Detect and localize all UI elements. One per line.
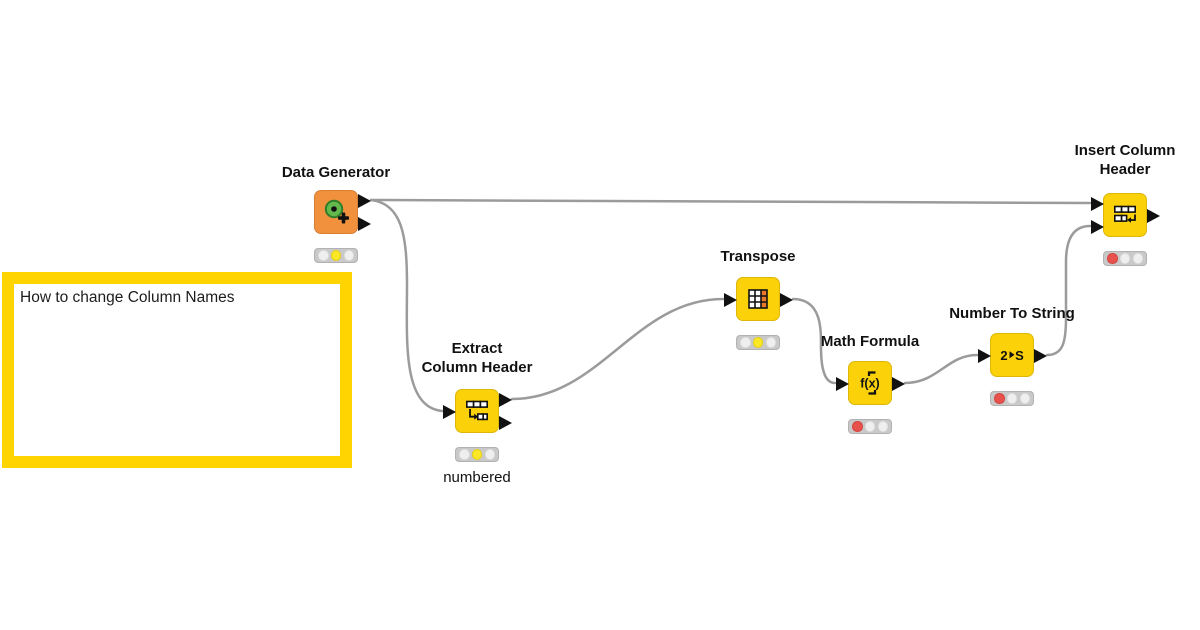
node-comment[interactable]: numbered (443, 469, 511, 486)
data-generator-icon (315, 191, 357, 233)
status-traffic-light (848, 419, 892, 434)
node-extract-column-header[interactable] (443, 389, 512, 433)
status-red-lamp (852, 421, 863, 432)
status-green-lamp (1019, 393, 1030, 404)
status-red-lamp (1107, 253, 1118, 264)
output-port[interactable] (780, 293, 793, 307)
svg-text:2: 2 (1000, 348, 1007, 363)
output-port[interactable] (892, 377, 905, 391)
node-label-insert-column-header[interactable]: Insert Column Header (1074, 142, 1176, 178)
node-label-math-formula[interactable]: Math Formula (820, 333, 920, 350)
svg-text:f(x): f(x) (860, 377, 879, 391)
input-port[interactable] (978, 349, 991, 363)
node-label-number-to-string[interactable]: Number To String (949, 305, 1075, 322)
node-label-data-generator[interactable]: Data Generator (281, 164, 391, 181)
output-port[interactable] (1147, 209, 1160, 223)
input-port[interactable] (443, 405, 456, 419)
status-traffic-light (455, 447, 499, 462)
extract-column-header-icon (456, 390, 498, 432)
connection (369, 198, 444, 413)
status-red-lamp (318, 250, 329, 261)
output-port[interactable] (1034, 349, 1047, 363)
number-to-string-icon: 2 S (991, 334, 1033, 376)
connection (510, 297, 725, 401)
node-data-generator[interactable] (314, 190, 371, 234)
transpose-icon (737, 278, 779, 320)
status-traffic-light (1103, 251, 1147, 266)
connection (369, 198, 1092, 205)
node-transpose[interactable] (724, 277, 793, 321)
node-math-formula[interactable]: f(x) (836, 361, 905, 405)
output-port[interactable] (358, 194, 371, 208)
output-port[interactable] (358, 217, 371, 231)
status-yellow-lamp (330, 250, 342, 261)
status-traffic-light (736, 335, 780, 350)
output-port[interactable] (499, 393, 512, 407)
status-red-lamp (459, 449, 470, 460)
status-green-lamp (765, 337, 776, 348)
input-port[interactable] (724, 293, 737, 307)
status-red-lamp (994, 393, 1005, 404)
status-red-lamp (740, 337, 751, 348)
status-traffic-light (990, 391, 1034, 406)
status-yellow-lamp (471, 449, 483, 460)
insert-column-header-icon (1104, 194, 1146, 236)
status-green-lamp (877, 421, 888, 432)
node-label-transpose[interactable]: Transpose (720, 248, 796, 265)
math-formula-icon: f(x) (849, 362, 891, 404)
output-port[interactable] (499, 416, 512, 430)
status-yellow-lamp (864, 421, 876, 432)
status-green-lamp (343, 250, 354, 261)
svg-text:S: S (1015, 348, 1024, 363)
input-port[interactable] (1091, 220, 1104, 234)
status-traffic-light (314, 248, 358, 263)
workflow-annotation[interactable]: How to change Column Names (2, 272, 352, 468)
input-port[interactable] (1091, 197, 1104, 211)
status-yellow-lamp (752, 337, 764, 348)
annotation-text: How to change Column Names (20, 289, 235, 306)
connection (1045, 224, 1092, 357)
node-label-extract-column-header[interactable]: Extract Column Header (421, 340, 533, 376)
connection (903, 353, 979, 385)
node-number-to-string[interactable]: 2 S (978, 333, 1047, 377)
status-green-lamp (1132, 253, 1143, 264)
status-yellow-lamp (1119, 253, 1131, 264)
input-port[interactable] (836, 377, 849, 391)
node-insert-column-header[interactable] (1091, 193, 1160, 237)
status-green-lamp (484, 449, 495, 460)
connection (791, 297, 837, 385)
status-yellow-lamp (1006, 393, 1018, 404)
